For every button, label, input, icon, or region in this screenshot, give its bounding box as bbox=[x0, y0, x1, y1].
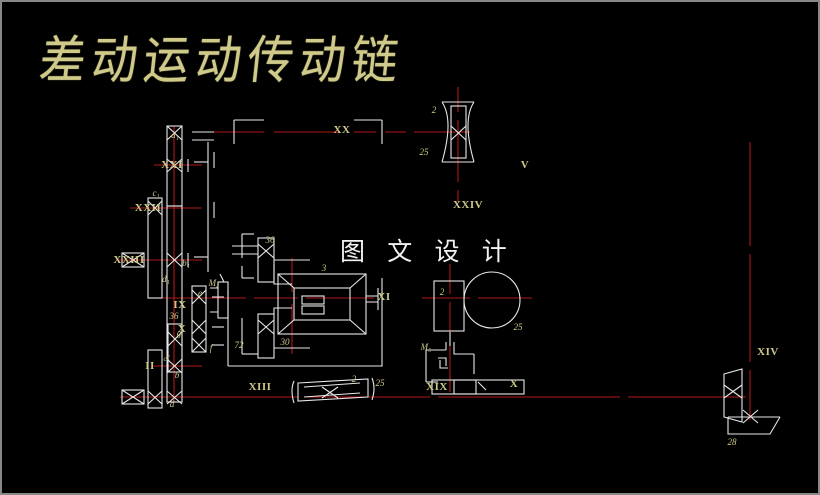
gear-c2-symbol bbox=[147, 390, 163, 405]
shaft-xx: XX bbox=[333, 124, 351, 136]
link-36-to-box bbox=[273, 264, 292, 285]
shaft-xi: XI bbox=[377, 291, 391, 303]
shaft-body-g bbox=[167, 323, 183, 373]
differential-housing bbox=[277, 273, 367, 335]
shaft-body-c1 bbox=[147, 197, 163, 299]
teeth-28: 28 bbox=[727, 437, 737, 447]
worm-bottom-assembly bbox=[291, 377, 375, 404]
worm-wheel-assembly bbox=[425, 271, 525, 395]
shaft-body-lower-left bbox=[166, 205, 183, 403]
gear-72-body bbox=[257, 313, 275, 359]
gear-b1: b₁ bbox=[182, 258, 190, 268]
gear-ii-symbol bbox=[166, 358, 183, 374]
gear-a1-symbol bbox=[166, 125, 183, 141]
shaft-xxi: XXI bbox=[161, 159, 183, 171]
shaft-xxiii: XXIII bbox=[113, 254, 145, 266]
gear-72-cross bbox=[257, 319, 275, 335]
clutch-m5: M₅ bbox=[420, 342, 432, 352]
shaft-iic-sup: c bbox=[163, 355, 167, 363]
gear-c2: c bbox=[166, 352, 170, 362]
gear-g-symbol bbox=[167, 331, 183, 347]
centerlines-group bbox=[117, 87, 751, 420]
gear-d1: d₁ bbox=[162, 274, 170, 284]
bearing-symbol-ii bbox=[121, 389, 145, 405]
shaft-xiii: XIII bbox=[248, 381, 272, 393]
shaft-v: V bbox=[520, 159, 530, 171]
shaft-ix: IX bbox=[173, 299, 187, 311]
teeth-25-top: 25 bbox=[419, 147, 429, 157]
teeth-2-mid: 2 bbox=[439, 287, 445, 297]
shaft-xi-stub bbox=[366, 295, 378, 303]
gear-36-symbol bbox=[191, 319, 207, 335]
shaft-x2: X bbox=[509, 378, 519, 390]
bevel-assembly-xiv bbox=[723, 368, 781, 435]
gear-e-symbol bbox=[191, 289, 207, 305]
teeth-30: 30 bbox=[280, 337, 290, 347]
gear-b2: b bbox=[174, 370, 180, 380]
teeth-72: 72 bbox=[234, 340, 244, 350]
shaft-x: X bbox=[177, 323, 187, 335]
teeth-25-bot: 25 bbox=[375, 378, 385, 388]
gear-36-upper-cross bbox=[257, 243, 275, 259]
gear-d2: d bbox=[169, 399, 175, 409]
gear-f-symbol bbox=[191, 337, 207, 353]
shaft-xix: XIX bbox=[426, 381, 448, 393]
shaft-xxii: XXII bbox=[134, 202, 162, 214]
teeth-25-mid: 25 bbox=[513, 322, 523, 332]
shaft-body-ix bbox=[191, 285, 207, 353]
shaft-body-c2 bbox=[147, 349, 163, 409]
shaft-iic: II bbox=[145, 360, 155, 372]
teeth-36-left: 36 bbox=[169, 311, 179, 321]
gear-f: f bbox=[209, 343, 213, 353]
teeth-2-top: 2 bbox=[431, 105, 437, 115]
gear-xxi-symbol bbox=[166, 158, 183, 173]
gear-g: g bbox=[176, 328, 182, 338]
gear-c1-symbol bbox=[147, 200, 163, 216]
teeth-36-upper: 36 bbox=[265, 235, 275, 245]
gear-d-symbol bbox=[166, 390, 183, 405]
watermark-label: 图 文 设 计 bbox=[340, 239, 515, 266]
link-72-to-box bbox=[273, 307, 292, 314]
worm-top-assembly bbox=[441, 101, 475, 163]
shaft-xxiv: XXIV bbox=[452, 199, 484, 211]
shaft-xiv: XIV bbox=[757, 346, 779, 358]
drawing-title: 差动运动传动链 bbox=[36, 32, 407, 90]
gear-c1: c₁ bbox=[152, 188, 160, 198]
gear-b1-symbol bbox=[166, 252, 183, 268]
gear-e: e bbox=[198, 288, 202, 298]
diff-enclosure bbox=[228, 278, 383, 367]
bearing-symbol-xxiii bbox=[121, 252, 145, 268]
geometry-group bbox=[121, 101, 781, 435]
teeth-3: 3 bbox=[321, 263, 327, 273]
clutch-m4: M₄ bbox=[208, 278, 220, 288]
teeth-2-bot: 2 bbox=[351, 374, 357, 384]
gear-a1: a₁ bbox=[171, 130, 179, 140]
